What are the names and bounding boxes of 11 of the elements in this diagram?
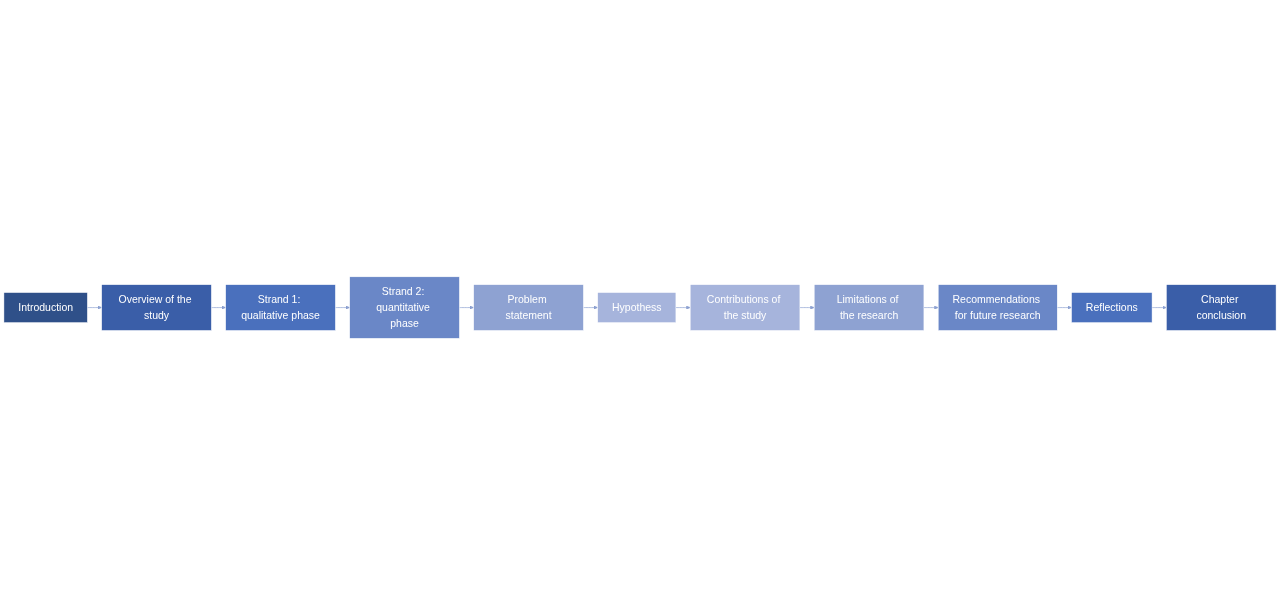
node-box: Strand 2: quantitative phase xyxy=(349,277,460,339)
node-box: Strand 1: qualitative phase xyxy=(225,284,336,332)
node-box: Introduction xyxy=(3,292,88,324)
node-box: Reflections xyxy=(1071,292,1153,324)
node-box: Problem statement xyxy=(473,284,584,332)
node-box: Contributions of the study xyxy=(689,284,801,332)
node-box: Overview of the study xyxy=(101,284,212,332)
node-box: Hypothess xyxy=(597,292,677,324)
node-box: Chapter conclusion xyxy=(1166,284,1277,332)
node-box: Limitations of the research xyxy=(813,284,925,332)
node-box: Recommendations for future research xyxy=(937,284,1058,332)
